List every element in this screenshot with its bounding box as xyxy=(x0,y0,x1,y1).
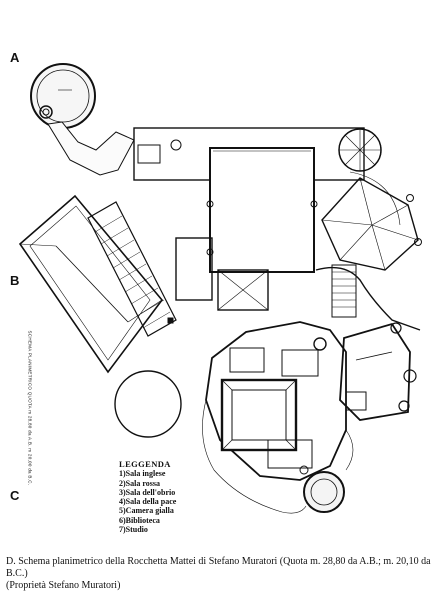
legend-item: 3)Sala dell'obrio xyxy=(119,487,176,497)
legend-item: 6)Biblioteca xyxy=(119,515,160,525)
legend-item: 7)Studio xyxy=(119,525,148,535)
section-letter-a: A xyxy=(10,50,20,65)
round-room-west xyxy=(114,370,182,438)
south-complex xyxy=(205,321,347,481)
caption-title: D. Schema planimetrico della Rocchetta M… xyxy=(6,556,431,579)
legend: LEGGENDA 1)Sala inglese 2)Sala rossa 3)S… xyxy=(119,459,177,535)
figure-caption: D. Schema planimetrico della Rocchetta M… xyxy=(6,556,436,592)
terrain-outline xyxy=(202,399,307,514)
legend-item: 5)Camera gialla xyxy=(119,506,174,516)
caption-credit: (Proprietà Stefano Muratori) xyxy=(6,580,121,591)
section-letter-b: B xyxy=(10,273,20,288)
legend-item: 2)Sala rossa xyxy=(119,478,160,488)
central-courtyard xyxy=(209,147,315,273)
east-pavilion xyxy=(321,171,422,271)
west-wing-roof xyxy=(18,194,164,374)
round-tower-north xyxy=(30,63,96,129)
vertical-plan-label: SCHEMA PLANIMETRICO QUOTA m 28,80 da A.B… xyxy=(27,330,33,486)
main-staircase xyxy=(87,201,177,337)
legend-item: 4)Sala della pace xyxy=(119,497,177,507)
round-tower-south xyxy=(303,471,345,513)
legend-item: 1)Sala inglese xyxy=(119,469,166,479)
east-rooms xyxy=(339,322,417,421)
section-letter-c: C xyxy=(10,488,20,503)
central-wing xyxy=(175,237,213,301)
corridor-wing xyxy=(47,121,135,176)
legend-title: LEGGENDA xyxy=(119,459,171,469)
conical-turret-north-east xyxy=(338,128,382,172)
